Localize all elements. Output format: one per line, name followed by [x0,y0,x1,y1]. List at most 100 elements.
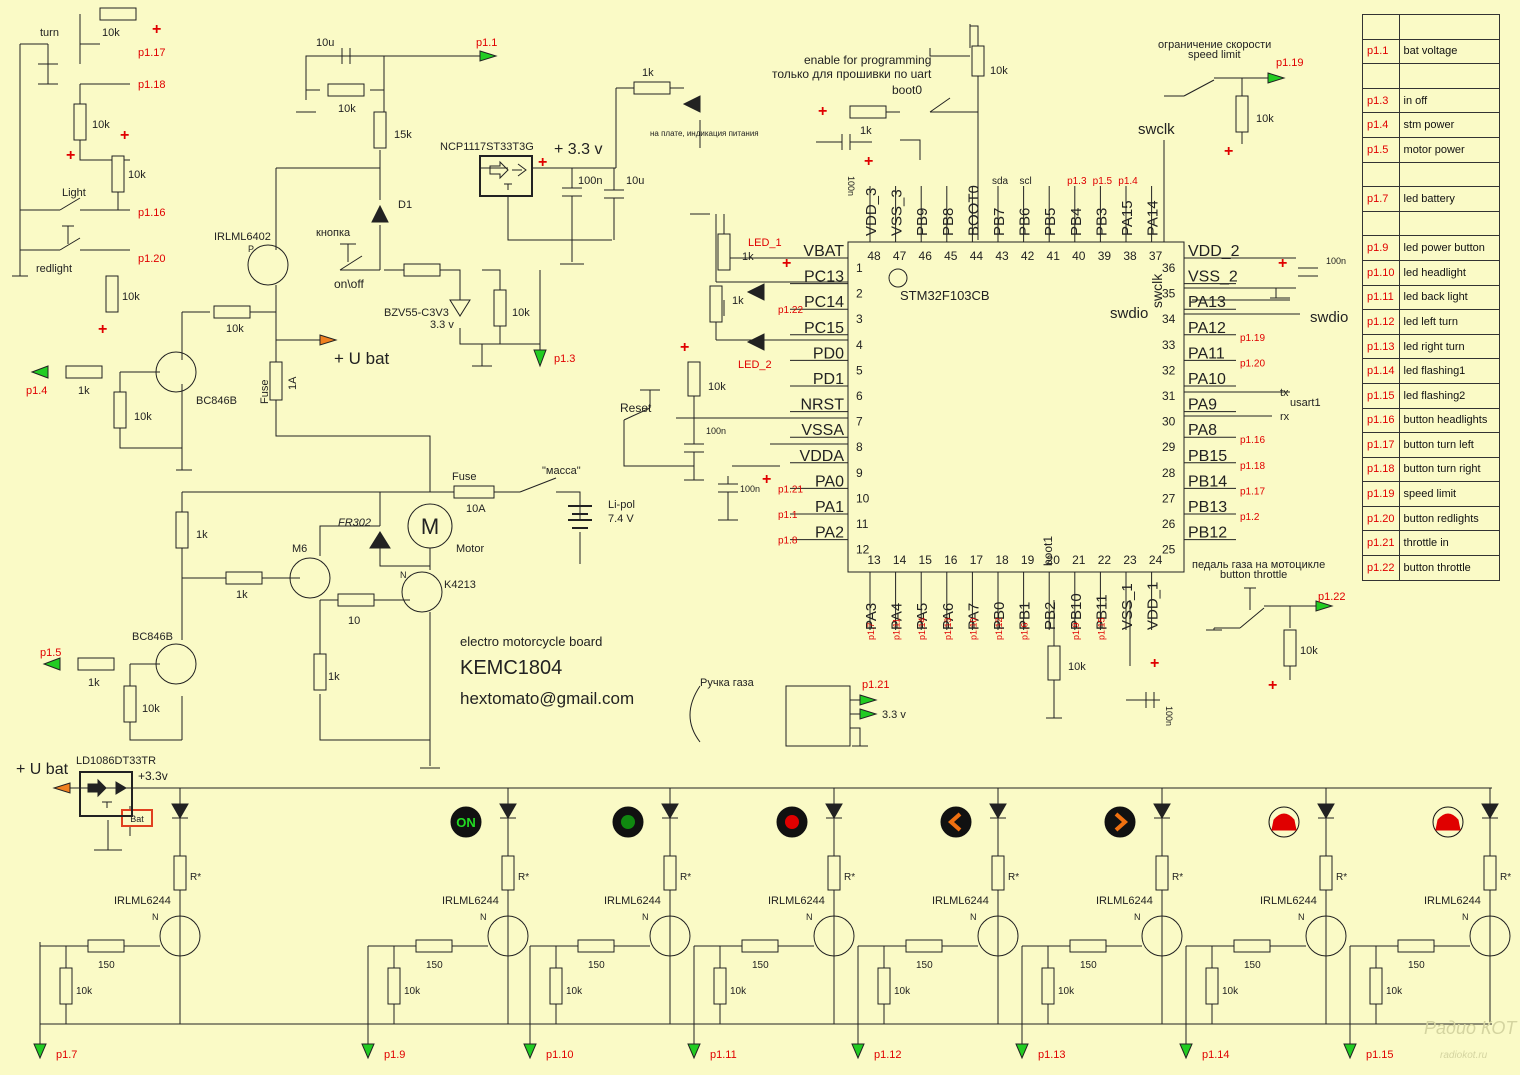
led-driver-wiring [1021,945,1142,1046]
pin-table-pin: p1.16 [1362,407,1400,434]
resistor-value: 10k [512,307,530,319]
led-net-label: p1.7 [56,1049,77,1061]
tx-label: tx [1280,387,1289,399]
mcu-pin-number: 25 [1162,543,1176,557]
transistor-group [155,244,443,685]
mcu-pin-number: 32 [1162,363,1176,377]
pin-table-pin: p1.18 [1362,456,1400,483]
lamp-shape [621,815,635,829]
capacitor-value: 10u [626,175,644,187]
led-net-label: p1.14 [1202,1049,1230,1061]
pin-table-row [1362,63,1501,89]
led-mosfet [1469,915,1511,957]
light-label: Light [62,187,86,199]
zener-diode [449,299,471,317]
mcu-pin-name: PB3 [1093,208,1110,236]
resistor-value: 10k [338,103,356,115]
button-throttle-label: button throttle [1220,569,1287,581]
mcu-pin-name: PB7 [991,208,1008,236]
pin-table-function: led flashing1 [1398,358,1501,384]
led1-label: LED_1 [748,237,782,249]
resistor-value: 1k [642,67,654,79]
capacitor-value: 10u [316,37,334,49]
speed-limit-ru-label: ограничение скорости [1158,39,1271,51]
capacitor-group [341,48,1318,708]
mcu-pin-name: PD0 [813,345,844,362]
k4213-label: K4213 [444,579,476,591]
led-diode [499,803,517,820]
n-channel-label: N [1134,912,1141,922]
mcu-pin-number: 38 [1123,249,1137,263]
led-gate-resistor [415,939,453,953]
mcu-pin-name: PB0 [991,602,1008,630]
led-mosfet-label: IRLML6244 [1424,895,1481,907]
led-net-label: p1.13 [1038,1049,1066,1061]
net-arrow-p1-22 [1315,600,1334,612]
mcu-pin-number: 11 [856,517,869,531]
mcu-net-label: p1.6 [1020,622,1030,640]
knopka-label: кнопка [316,227,351,239]
board-title: electro motorcycle board [460,634,602,649]
regulator-symbol [489,160,527,190]
on-icon [450,806,482,838]
regulator-ld1086-symbol [87,778,127,808]
pin-table-function: led power button [1398,235,1501,261]
mcu-pin-name: PA7 [965,603,982,630]
mcu-pin-name: PB4 [1068,208,1085,236]
mcu-pin-name: VBAT [803,243,844,260]
pin-table-pin: p1.12 [1362,309,1400,335]
pin-table-function [1398,161,1501,188]
led-gate-resistor-label: 150 [916,960,933,971]
fr302-label: FR302 [338,517,371,529]
mcu-pin-name: PA0 [815,473,844,490]
net-label: p1.3 [554,353,575,365]
mcu-pin-name: BOOT0 [965,185,982,236]
mcu-pin-number: 4 [856,338,863,352]
mcu-pin-number: 23 [1123,553,1137,567]
plus-mark: + [120,127,129,144]
resistor-value: 10k [1256,113,1274,125]
mcu-pin-number: 16 [944,553,958,567]
mcu-pin-number: 10 [856,491,870,505]
mcu-pin-name: VSS_1 [1119,583,1136,630]
mcu-pin-name: PB15 [1188,448,1227,465]
net-arrow-p1-1 [479,50,498,62]
mcu-pin-name: VSS_2 [1188,269,1238,286]
mcu-net-label: p1.11 [892,618,902,640]
led-pulldown-resistor [59,967,73,1005]
capacitor-value: 100n [740,484,760,494]
n-channel-label: N [970,912,977,922]
pin-table-pin: p1.13 [1362,333,1400,360]
mcu-pin-number: 36 [1162,261,1176,275]
switch-group [59,79,1265,630]
diode-group [369,95,765,549]
pin-table-pin: p1.1 [1362,38,1400,65]
led-driver-row: R*IRLML6244N15010kp1.7BatR*IRLML6244N150… [33,788,1511,1061]
lipol-label: Li-pol [608,499,635,511]
mcu-pin-number: 39 [1098,249,1112,263]
mcu-pin-number: 34 [1162,312,1176,326]
resistor-value: 10k [1300,645,1318,657]
plus-mark: + [864,153,873,170]
plus-signs: + + + + + + + + + + + + + + [66,21,1287,694]
led-diode [1481,803,1499,820]
zener-voltage: 3.3 v [430,319,454,331]
mcu-pin-name: PB9 [914,208,931,236]
mcu-pin-number: 5 [856,363,863,377]
led-pulldown-label: 10k [1058,986,1075,997]
battery-icon [121,809,153,827]
led-net-label: p1.9 [384,1049,405,1061]
capacitor-value: 100n [1326,256,1346,266]
led-net-label: p1.12 [874,1049,902,1061]
resistor-value: 10k [708,381,726,393]
resistor-value: 10k [102,27,120,39]
mcu-pin-number: 12 [856,543,870,557]
